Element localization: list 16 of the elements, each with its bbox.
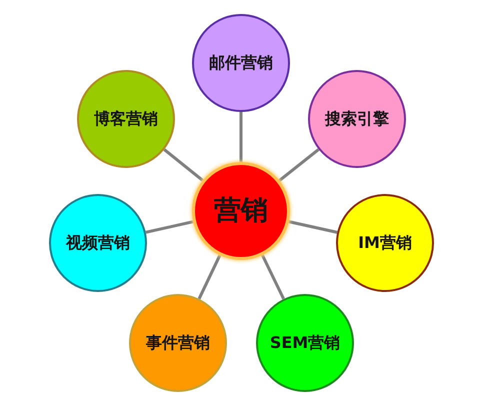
circle-label: 搜索引擎 xyxy=(325,110,389,128)
circle-label: SEM营销 xyxy=(270,334,340,352)
circle-label: 视频营销 xyxy=(66,234,130,252)
circle-label: 博客营销 xyxy=(94,110,158,128)
connector-line xyxy=(278,148,320,182)
connector-line xyxy=(145,220,194,234)
circle-label: IM营销 xyxy=(358,234,412,252)
connector-line xyxy=(288,220,338,234)
connector-line xyxy=(198,254,222,300)
hub-circle xyxy=(192,162,290,260)
connector-line xyxy=(261,254,285,300)
circle-label: 邮件营销 xyxy=(209,54,273,72)
circle-label: 事件营销 xyxy=(146,334,210,352)
connector-line xyxy=(163,148,204,182)
circle-label: 营销 xyxy=(214,196,268,226)
connector-line xyxy=(240,112,242,162)
